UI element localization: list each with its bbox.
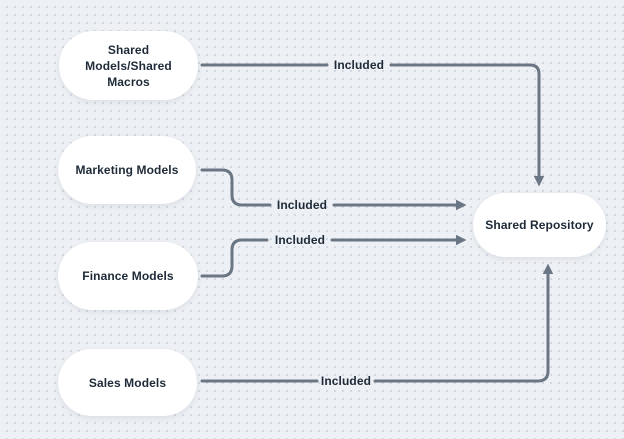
node-marketing-models: Marketing Models	[58, 136, 196, 204]
edge-label-included: Included	[334, 58, 384, 72]
edge-line	[200, 168, 272, 207]
edge-label-included: Included	[321, 374, 371, 388]
node-finance-models: Finance Models	[58, 242, 198, 310]
node-label: Sales Models	[88, 375, 167, 390]
edge-shared-models-to-repository: Included	[200, 58, 545, 187]
edge-finance-to-repository: Included	[200, 233, 467, 278]
edge-label-included: Included	[277, 198, 327, 212]
node-label: Shared Models/Shared Macros	[85, 42, 172, 89]
node-label: Marketing Models	[75, 163, 179, 177]
node-label: Shared Repository	[485, 218, 594, 232]
node-label: Finance Models	[82, 269, 174, 283]
edge-label-included: Included	[275, 233, 325, 247]
node-sales-models: Sales Models	[58, 349, 197, 416]
edge-marketing-to-repository: Included	[200, 168, 467, 212]
edge-line	[200, 238, 269, 278]
edge-line-arrow	[389, 63, 545, 187]
edge-line-arrow	[373, 263, 554, 383]
node-shared-models-shared-macros: Shared Models/Shared Macros	[59, 31, 198, 100]
edge-sales-to-repository: Included	[200, 263, 554, 388]
node-shared-repository: Shared Repository	[473, 193, 606, 257]
